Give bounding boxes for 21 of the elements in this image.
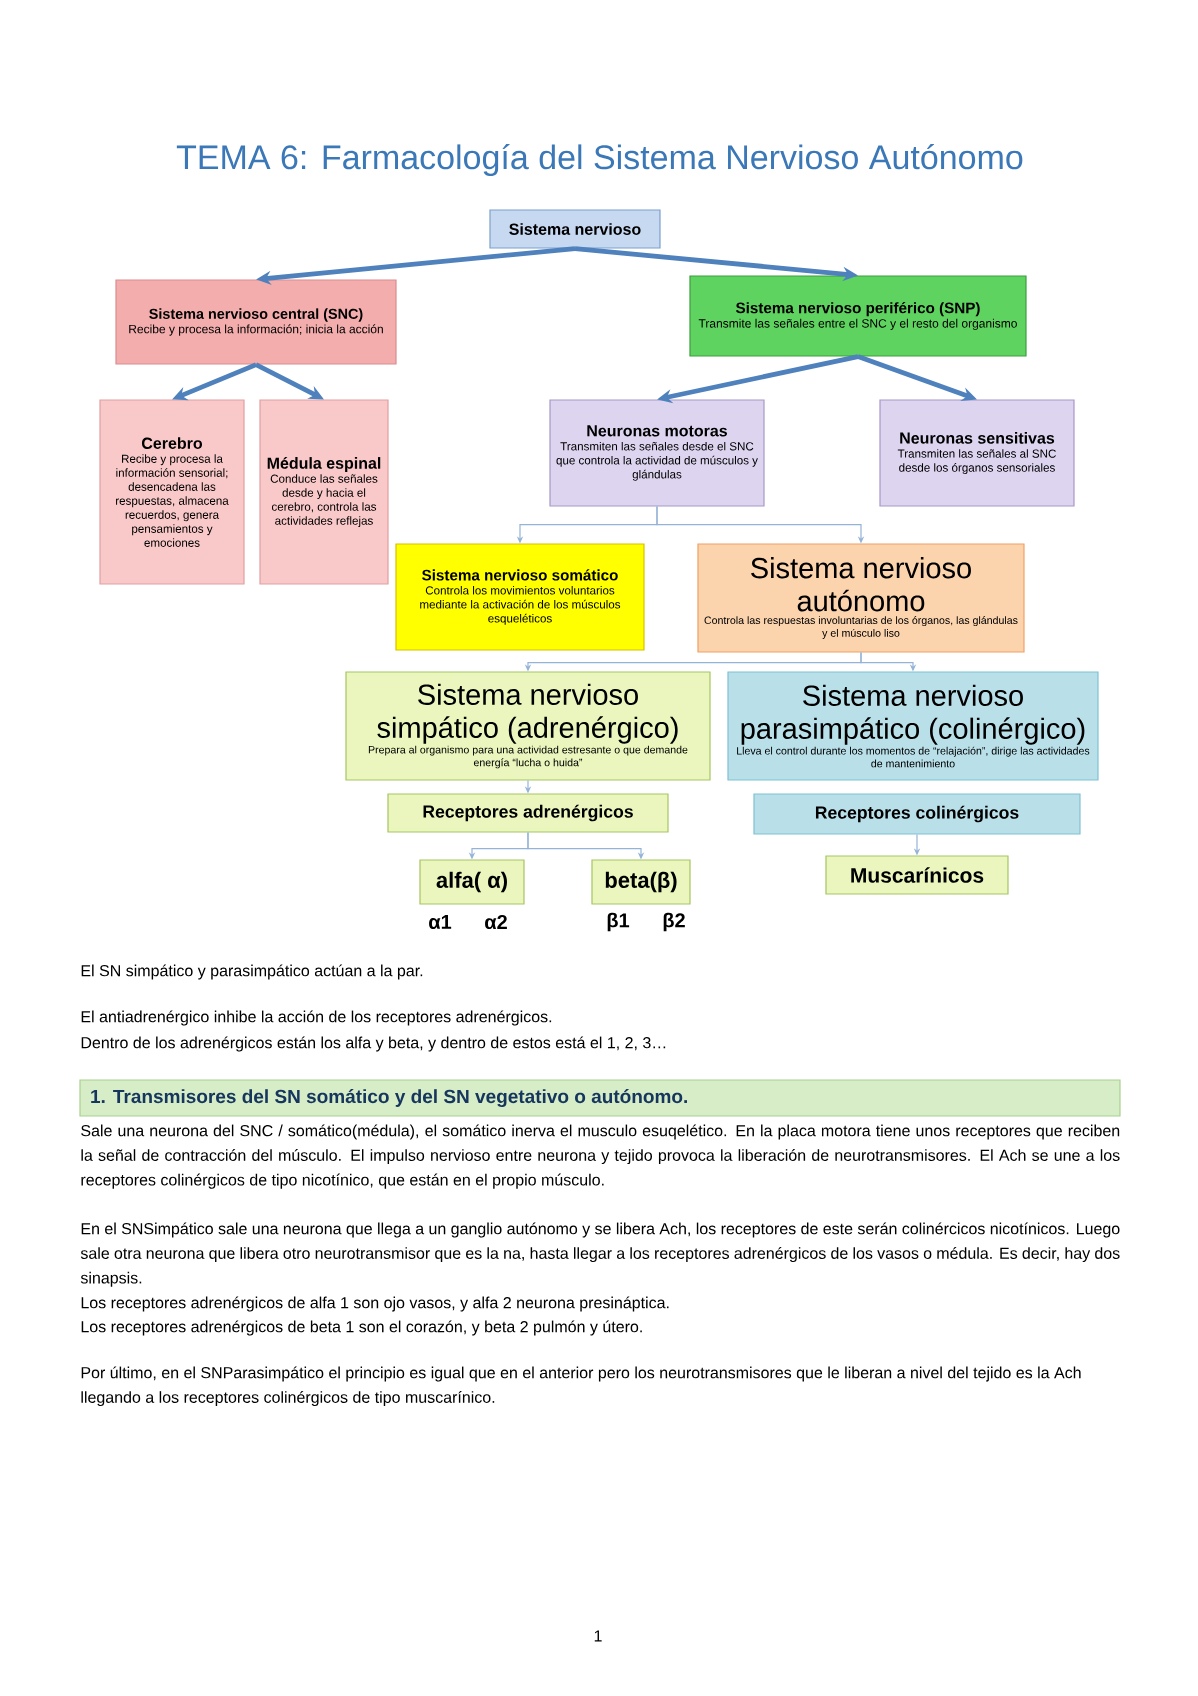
subtype-label: β2 (663, 912, 685, 932)
subtype-label: β1 (607, 912, 630, 932)
paragraph: En el SNSimpático sale una neurona que llega a un ganglio autónomo y se libera Ach, los receptores de este serán colinércicos nicotínicos. Luego sale otra neurona que libera otro neurotransmisor que es la na, hasta llegar a los receptores adrenérgicos de los vasos o médula. Es decir, hay dos sinapsis. (80, 1222, 1120, 1287)
concept-box: Receptores adrenérgicos (387, 793, 669, 833)
concept-box: Muscarínicos (825, 855, 1009, 895)
concept-box: beta(β) (591, 859, 691, 905)
paragraph: El antiadrenérgico inhibe la acción de los receptores adrenérgicos. (81, 1010, 552, 1026)
paragraph: Dentro de los adrenérgicos están los alfa y beta, y dentro de estos está el 1, 2, 3… (81, 1036, 666, 1052)
paragraph: Los receptores adrenérgicos de alfa 1 son ojo vasos, y alfa 2 neurona presináptica. (81, 1296, 669, 1312)
paragraph: El SN simpático y parasimpático actúan a la par. (81, 964, 423, 980)
title: TEMA 6: Farmacología del Sistema Nervioso Autónomo (176, 143, 1023, 177)
concept-box: Receptores colinérgicos (753, 793, 1081, 835)
concept-box: alfa( α) (419, 859, 525, 905)
paragraph: Sale una neurona del SNC / somático(médula), el somático inerva el musculo esuqelético. En la placa motora tiene unos receptores que reciben la señal de contracción del músculo. El impulso nervioso entre neurona y tejido provoca la liberación de neurotransmisores. El Ach se une a los receptores colinérgicos de tipo nicotínico, que están en el propio músculo. (81, 1124, 1120, 1189)
heading-band: 1. Transmisores del SN somático y del SN vegetativo o autónomo. (79, 1079, 1121, 1117)
subtype-label: α1 (429, 915, 452, 929)
concept-box: Sistema nervioso (489, 209, 661, 249)
paragraph: Por último, en el SNParasimpático el principio es igual que en el anterior pero los neurotransmisores que le liberan a nivel del tejido es la Ach llegando a los receptores colinérgicos de tipo muscarínico. (81, 1366, 1081, 1407)
subtype-label: α2 (485, 914, 507, 930)
paragraph: Los receptores adrenérgicos de beta 1 son el corazón, y beta 2 pulmón y útero. (81, 1320, 642, 1336)
page-number: 1 (594, 1630, 602, 1642)
